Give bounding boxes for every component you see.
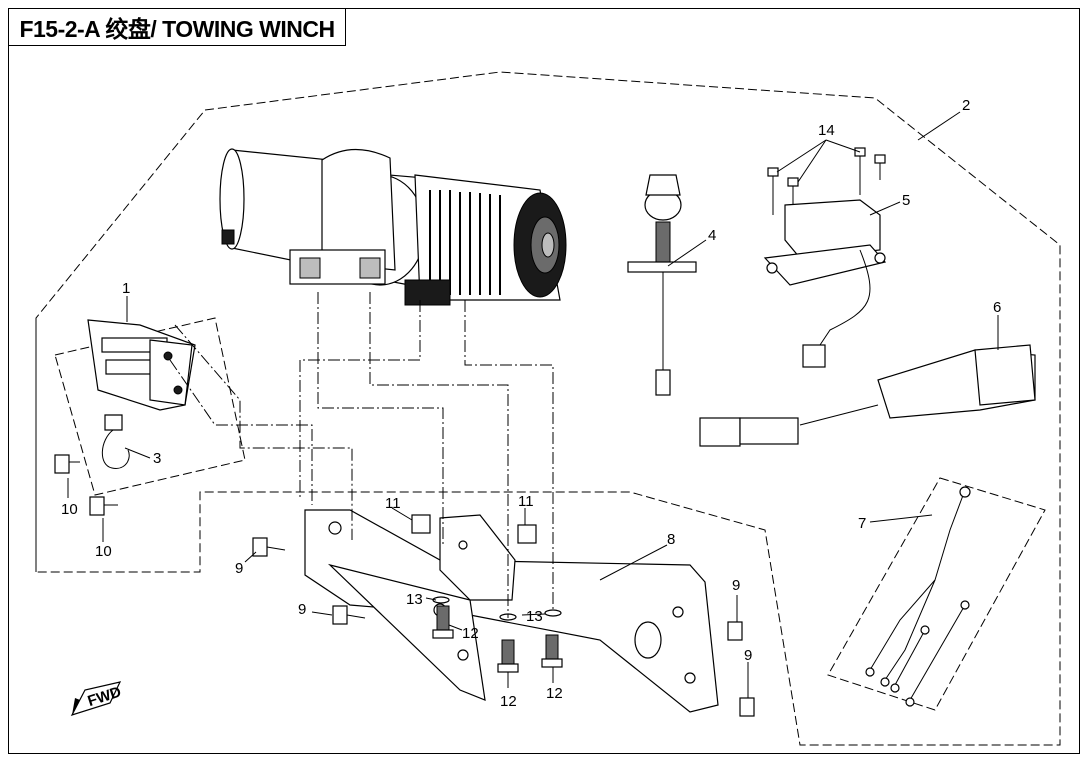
callout-9b: 9	[298, 601, 306, 618]
callout-9a: 9	[235, 560, 243, 577]
mounting-bracket	[304, 509, 719, 713]
roller-fairlead	[87, 319, 196, 411]
hook	[101, 414, 130, 469]
page-title: F15-2-A 绞盘/ TOWING WINCH	[19, 16, 335, 42]
fwd-label: FWD	[86, 683, 124, 710]
callout-2: 2	[962, 97, 970, 114]
callout-labels: 1 2 3 4 5 6 7 8 9 9 9 9 10 10 11 11 12 1…	[61, 97, 1001, 710]
title-box: F15-2-A 绞盘/ TOWING WINCH	[8, 8, 346, 46]
diagram-frame	[8, 8, 1080, 754]
callout-9d: 9	[744, 647, 752, 664]
callout-13b: 13	[526, 608, 543, 625]
assembly-centerlines	[169, 292, 554, 618]
fwd-arrow-icon: FWD	[70, 681, 124, 717]
callout-4: 4	[708, 227, 716, 244]
bolts-10	[54, 454, 118, 516]
fasteners	[252, 514, 755, 717]
assembly-2-boundary	[35, 71, 1061, 746]
leader-lines	[67, 111, 999, 698]
cable-part-4	[627, 174, 697, 396]
callout-7: 7	[858, 515, 866, 532]
callout-1: 1	[122, 280, 130, 297]
callout-12c: 12	[546, 685, 563, 702]
callout-11a: 11	[385, 495, 401, 512]
callout-6: 6	[993, 299, 1001, 316]
callout-14: 14	[818, 122, 835, 139]
harness-group-boundary	[827, 477, 1046, 711]
callout-3: 3	[153, 450, 161, 467]
wire-harness	[865, 486, 971, 707]
callout-11b: 11	[518, 493, 534, 510]
callout-5: 5	[902, 192, 910, 209]
callout-10a: 10	[61, 501, 78, 518]
contactor-assembly	[763, 147, 887, 368]
callout-12a: 12	[462, 625, 479, 642]
callout-12b: 12	[500, 693, 517, 710]
fairlead-group-boundary	[54, 317, 246, 496]
callout-13a: 13	[406, 591, 423, 608]
remote-handset	[699, 344, 1036, 447]
callout-10b: 10	[95, 543, 112, 560]
winch-assembly	[219, 148, 567, 306]
callout-9c: 9	[732, 577, 740, 594]
callout-8: 8	[667, 531, 675, 548]
